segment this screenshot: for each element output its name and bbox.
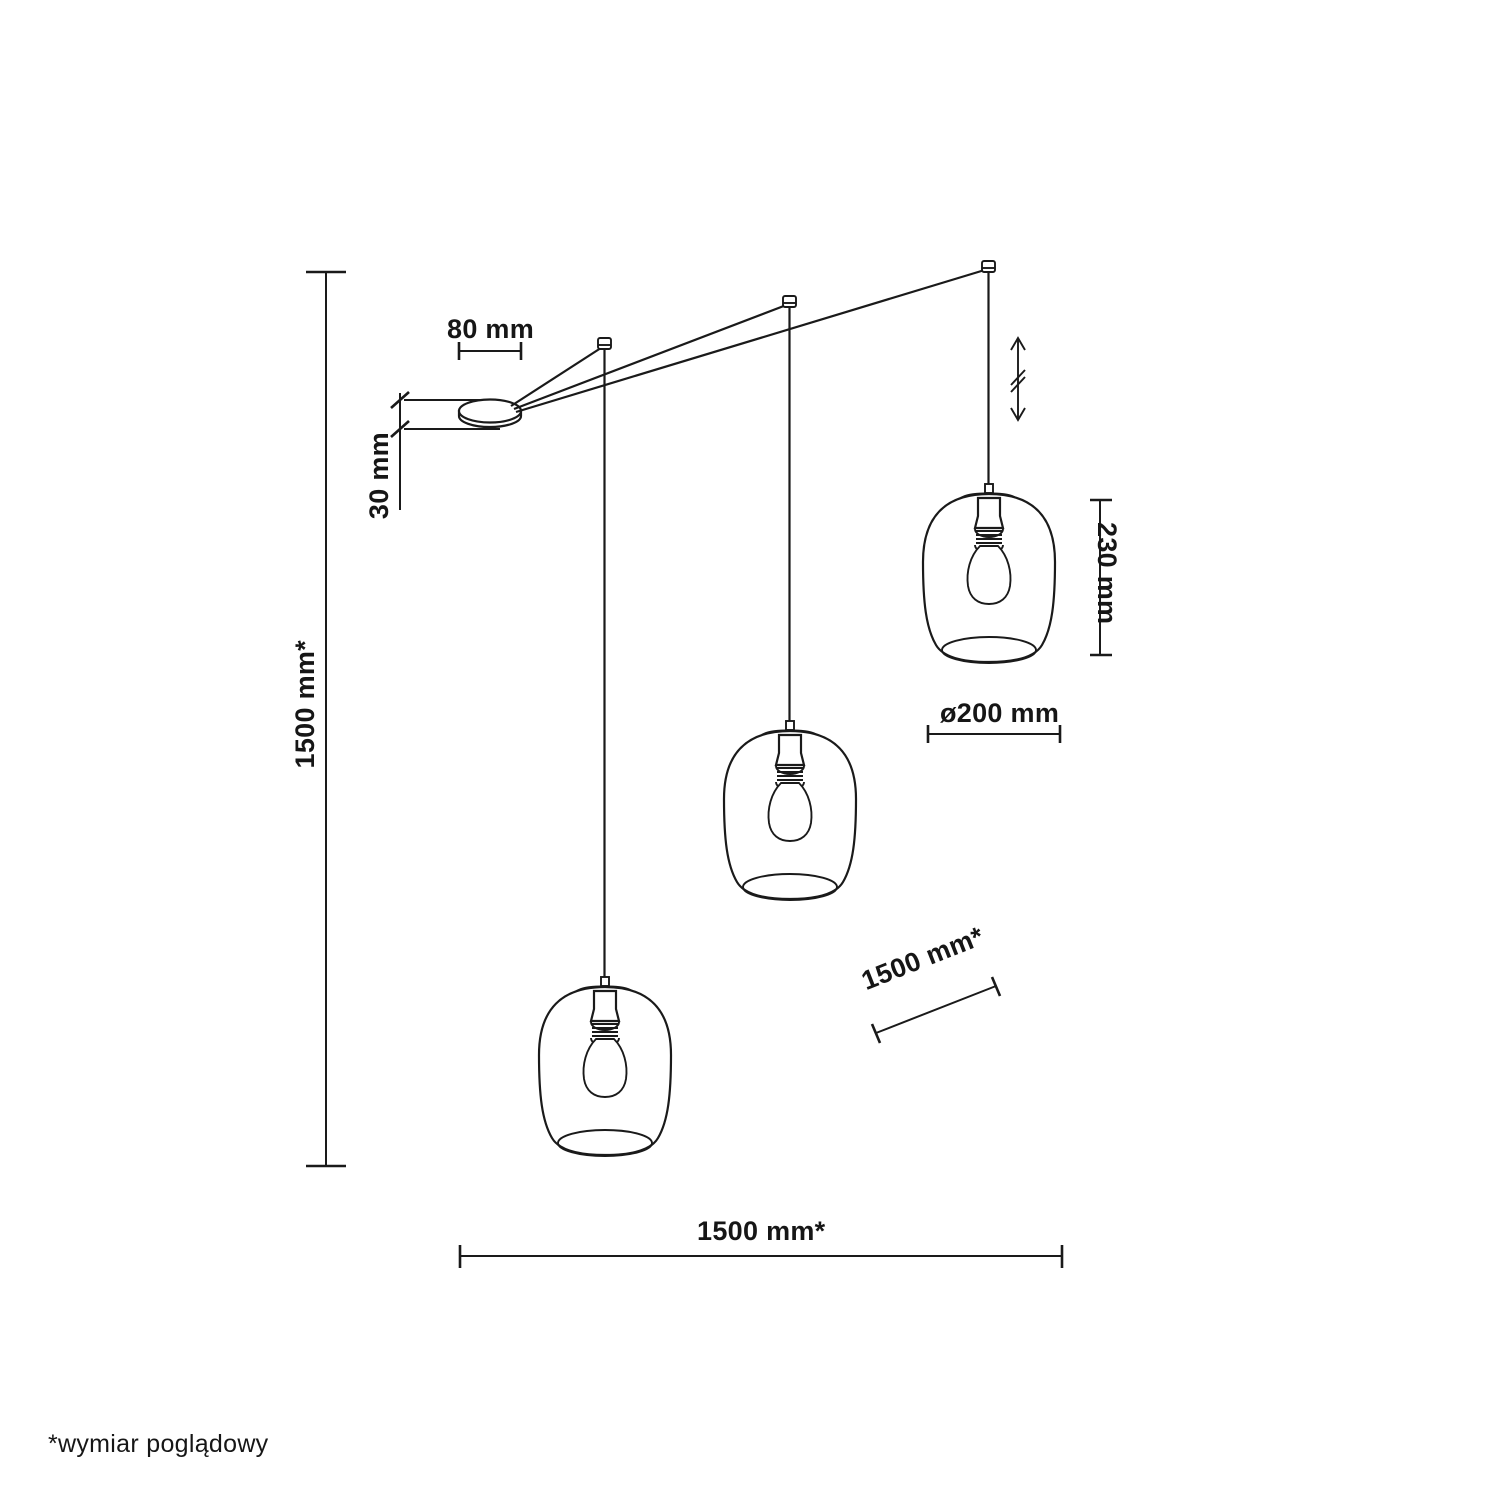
dimension-cable-span-1500 (870, 976, 1002, 1044)
label-shade-diameter: ø200 mm (940, 698, 1060, 728)
height-adjustment-arrow (1010, 336, 1026, 422)
bulb-right (966, 496, 1012, 605)
label-canopy-width: 80 mm (447, 314, 535, 344)
dimension-canopy-width-80 (457, 342, 523, 360)
label-canopy-height: 30 mm (364, 432, 394, 520)
suspension-cables-diagonal (510, 267, 989, 414)
ceiling-mount-1 (597, 337, 612, 350)
dimension-total-width-1500 (458, 1245, 1064, 1268)
pendant-middle (722, 720, 858, 901)
ceiling-mount-3 (981, 260, 996, 273)
label-total-drop: 1500 mm* (290, 640, 320, 769)
label-total-width: 1500 mm* (697, 1216, 826, 1246)
footnote-text: *wymiar poglądowy (48, 1430, 269, 1458)
pendant-right (921, 483, 1057, 664)
ceiling-mount-2 (782, 295, 797, 308)
bulb-left (582, 989, 628, 1098)
dimension-shade-height-230 (1090, 498, 1112, 657)
bulb-middle (767, 733, 813, 842)
socket-threads-left (590, 1021, 620, 1047)
label-shade-height: 230 mm (1092, 522, 1122, 625)
ceiling-canopy (457, 398, 523, 429)
pendant-left (537, 976, 673, 1157)
dimension-shade-diameter-200 (926, 725, 1062, 743)
dimension-drop-1500 (306, 270, 346, 1168)
